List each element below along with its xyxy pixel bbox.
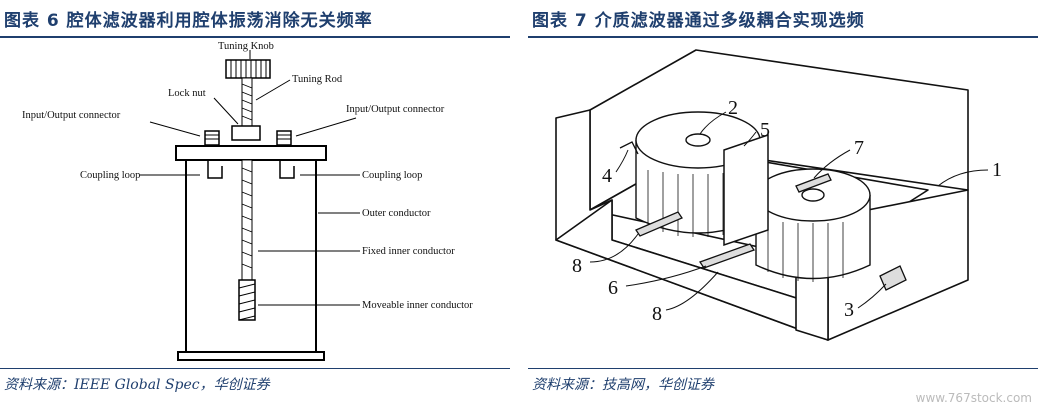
- label-outer-conductor: Outer conductor: [362, 208, 431, 219]
- source-rule: [0, 368, 510, 369]
- title-rule: [0, 36, 510, 38]
- base-plate: [177, 351, 325, 361]
- io-connector: [879, 265, 907, 291]
- coupling-probe-top: [795, 173, 832, 193]
- source-rule: [528, 368, 1038, 369]
- tuning-knob: [225, 59, 271, 79]
- watermark: www.767stock.com: [915, 391, 1032, 405]
- label-8-left: 8: [572, 255, 582, 277]
- title-rule: [528, 36, 1038, 38]
- coupling-loop-left: [207, 160, 223, 179]
- figure-6-title: 图表 6 腔体滤波器利用腔体振荡消除无关频率: [4, 11, 373, 31]
- label-moveable-inner: Moveable inner conductor: [362, 300, 473, 311]
- coupling-probe-left: [635, 211, 683, 237]
- fixed-inner-conductor: [241, 159, 253, 281]
- label-coupling-left: Coupling loop: [80, 170, 140, 181]
- figure-7-panel: 图表 7 介质滤波器通过多级耦合实现选频: [528, 0, 1038, 409]
- label-tuning-rod: Tuning Rod: [292, 74, 343, 85]
- label-tuning-knob: Tuning Knob: [218, 41, 274, 52]
- resonator-2: [755, 168, 871, 282]
- partition-wall: [723, 133, 769, 247]
- label-io-right: Input/Output connector: [346, 104, 445, 115]
- label-io-left: Input/Output connector: [22, 110, 121, 121]
- label-4: 4: [602, 165, 612, 187]
- coupling-loop-right: [279, 160, 295, 179]
- front-wall-inner: [555, 199, 829, 341]
- io-connector-left: [204, 130, 220, 146]
- figure-6-panel: 图表 6 腔体滤波器利用腔体振荡消除无关频率: [0, 0, 510, 409]
- coupling-hook: [619, 141, 639, 155]
- lid: [175, 145, 327, 161]
- label-lock-nut: Lock nut: [168, 88, 206, 99]
- figure-7-source: 资料来源：技高网，华创证券: [532, 377, 714, 393]
- lock-nut: [231, 125, 261, 141]
- coupling-probe-right: [698, 243, 756, 269]
- io-connector-right: [276, 130, 292, 146]
- label-5: 5: [760, 119, 770, 141]
- label-2: 2: [728, 97, 738, 119]
- dielectric-filter-diagram: 2 5 7 4 1 8 6 8 3: [555, 49, 1002, 341]
- cavity-filter-diagram: Tuning Knob Tuning Rod Lock nut Input/Ou…: [22, 41, 473, 361]
- label-coupling-right: Coupling loop: [362, 170, 422, 181]
- label-fixed-inner: Fixed inner conductor: [362, 246, 455, 257]
- label-6: 6: [608, 277, 618, 299]
- figure-7-title: 图表 7 介质滤波器通过多级耦合实现选频: [532, 11, 865, 31]
- label-3: 3: [844, 299, 854, 321]
- figure-6-source: 资料来源：IEEE Global Spec，华创证券: [4, 377, 270, 393]
- label-7: 7: [854, 137, 864, 159]
- label-1: 1: [992, 159, 1002, 181]
- label-8-bottom: 8: [652, 303, 662, 325]
